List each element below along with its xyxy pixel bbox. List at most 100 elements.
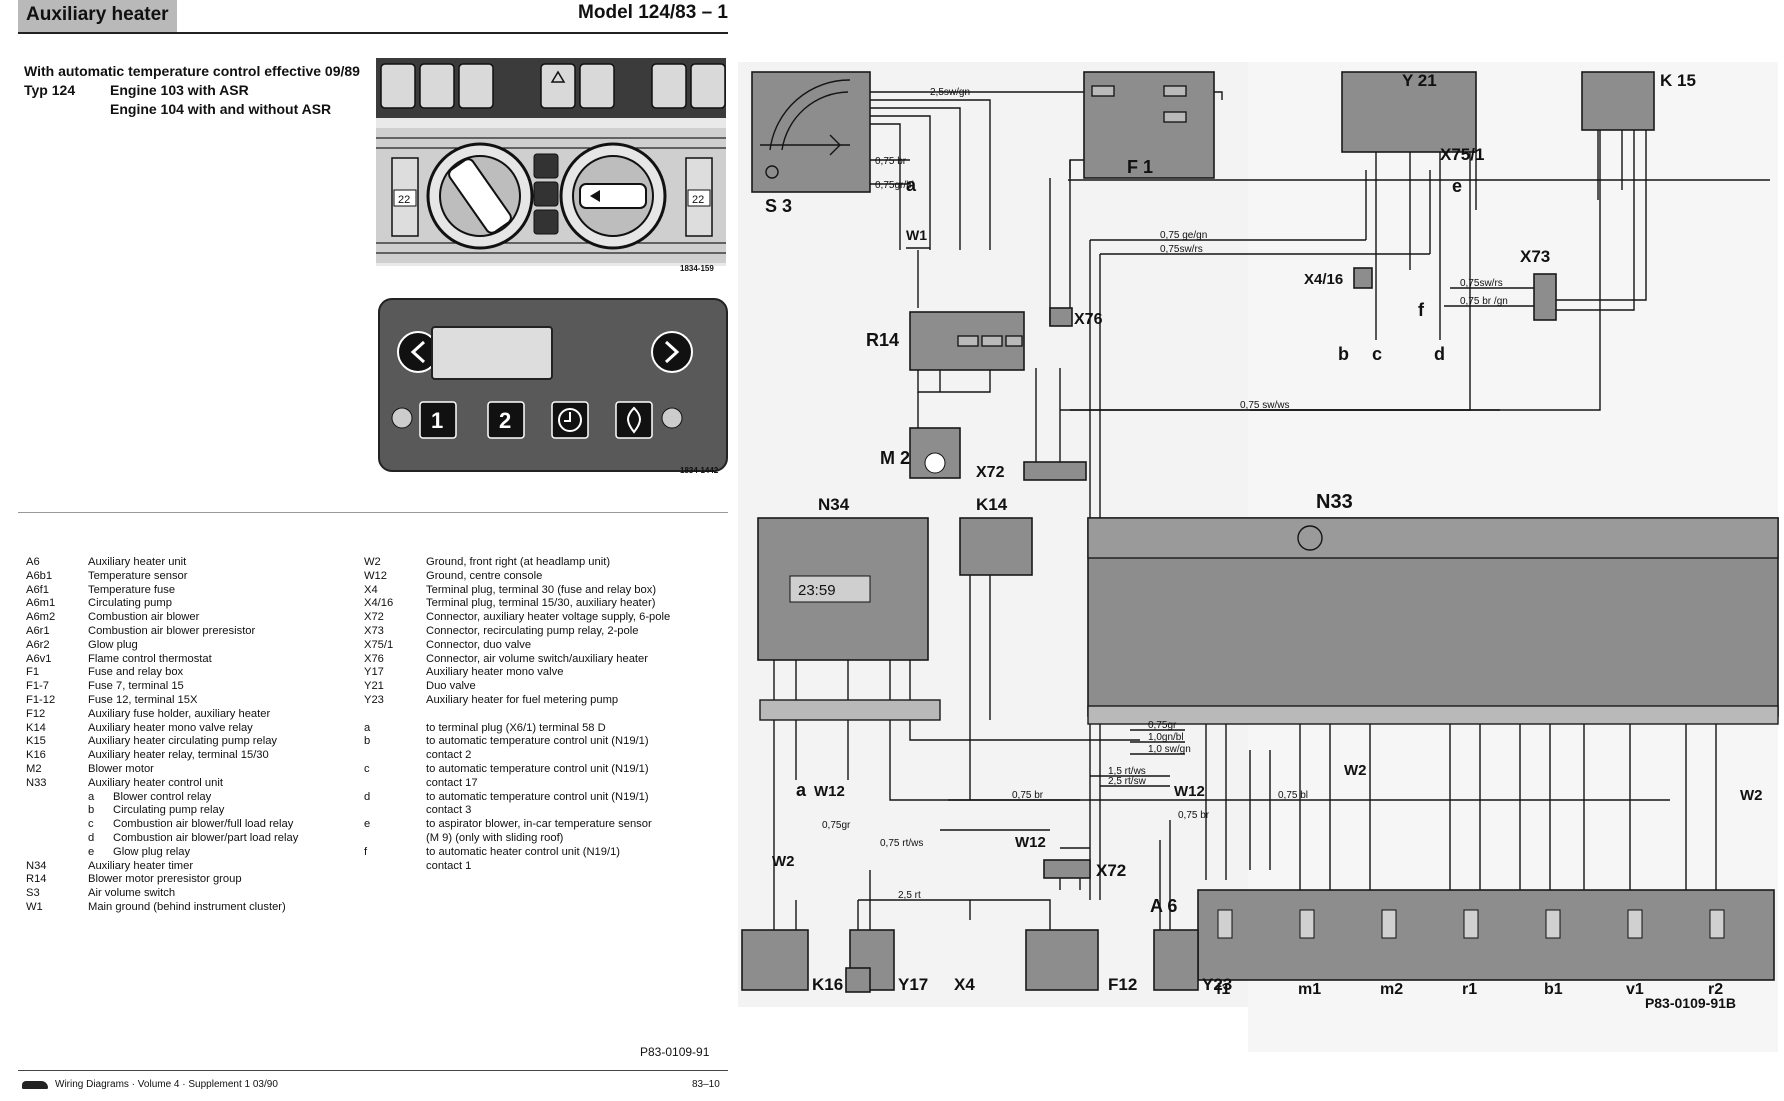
label-x4-16: X4/16 <box>1304 271 1343 288</box>
legend-right-value: Connector, air volume switch/auxiliary h… <box>426 652 648 665</box>
label-m2: M 2 <box>880 448 910 468</box>
legend-right-value: to aspirator blower, in-car temperature … <box>426 818 652 831</box>
legend-right-value: Connector, auxiliary heater voltage supp… <box>426 611 671 624</box>
component-y21 <box>1341 71 1477 153</box>
legend-left-key: K16 <box>26 749 46 762</box>
legend-left-value: Temperature sensor <box>88 569 188 582</box>
label-r14: R14 <box>866 330 899 350</box>
label-w1: W1 <box>906 227 927 243</box>
footer-text: Wiring Diagrams · Volume 4 · Supplement … <box>55 1079 278 1090</box>
label-w2-right: W2 <box>1740 787 1763 804</box>
a6-part-label-r1: r1 <box>1462 981 1477 998</box>
label-w12-center: W12 <box>1015 834 1046 851</box>
a6-part-label-b1: b1 <box>1544 981 1563 998</box>
component-x4-16 <box>1353 267 1373 289</box>
legend-left-key: N34 <box>26 859 47 872</box>
label-y23: Y23 <box>1202 975 1232 994</box>
legend-left-value: Glow plug <box>88 638 138 651</box>
terminal-c: c <box>1372 344 1382 364</box>
label-k15: K 15 <box>1660 71 1696 90</box>
legend-left-key: A6r2 <box>26 638 50 651</box>
legend-right-value: Ground, centre console <box>426 569 543 582</box>
a6-part-m1 <box>1299 909 1315 939</box>
terminal-a-n34: a <box>796 780 807 800</box>
legend-right-key: X72 <box>364 611 384 624</box>
legend-left-key: R14 <box>26 873 47 886</box>
label-k16: K16 <box>812 975 843 994</box>
legend-right-key: W2 <box>364 556 381 568</box>
legend-left-value: Auxiliary heater unit <box>88 556 187 568</box>
legend-left-value: Circulating pump relay <box>113 804 225 817</box>
legend-left-key: S3 <box>26 887 40 900</box>
left-page: Auxiliary heater Model 124/83 – 1 With a… <box>0 0 730 1101</box>
legend-right-key: X76 <box>364 652 384 665</box>
label-n34: N34 <box>818 495 850 514</box>
timer-panel-figure: 1 2 <box>378 298 728 472</box>
intro-block: With automatic temperature control effec… <box>24 62 360 119</box>
terminal-a-s3: a <box>906 175 917 195</box>
a6-part-v1 <box>1627 909 1643 939</box>
timer-figure-code: 1834-1442 <box>680 466 719 475</box>
legend-left-value: Auxiliary heater circulating pump relay <box>88 735 278 748</box>
panel-display-right: 22 <box>692 194 704 206</box>
legend-left-key: A6f1 <box>26 583 50 596</box>
legend-left-value: Combustion air blower <box>88 611 200 624</box>
legend-right-key: c <box>364 762 370 775</box>
wire-label-br-y23: 0,75 br <box>1178 810 1210 821</box>
wire-label-rt-ws-075: 0,75 rt/ws <box>880 838 923 849</box>
panel-figure-code: 1834-159 <box>680 264 714 273</box>
diagram-code: P83-0109-91B <box>1645 995 1736 1011</box>
wire-label-gr-075: 0,75gr <box>822 820 851 831</box>
legend-left-key: A6m1 <box>26 597 56 610</box>
legend-left-item: A6r2 Glow plug <box>26 639 298 653</box>
a6-part-b1 <box>1545 909 1561 939</box>
legend-left-value: Auxiliary heater mono valve relay <box>88 721 253 734</box>
legend-right-value: contact 2 <box>426 749 472 762</box>
legend-left-key: F12 <box>26 707 46 720</box>
legend-left-value: Fuse and relay box <box>88 666 184 679</box>
component-x72-upper <box>1023 461 1087 481</box>
legend-right-item: X76 Connector, air volume switch/auxiliar… <box>364 653 670 667</box>
a6-part-label-v1: v1 <box>1626 981 1644 998</box>
legend-right-value: (M 9) (only with sliding roof) <box>426 831 564 844</box>
label-x73: X73 <box>1520 247 1550 266</box>
component-x72-lower <box>1043 859 1091 879</box>
legend-left-value: Auxiliary heater control unit <box>88 776 223 789</box>
label-w2-a6: W2 <box>1344 762 1367 779</box>
a6-part-r1 <box>1463 909 1479 939</box>
intro-engine-2: Engine 104 with and without ASR <box>110 101 332 117</box>
wire-label-gr-n33: 0,75gr <box>1148 720 1177 731</box>
legend-right-value: Connector, recirculating pump relay, 2-p… <box>426 624 639 637</box>
a6-part-m2 <box>1381 909 1397 939</box>
legend-left-value: Temperature fuse <box>88 583 176 596</box>
legend-left-key: A6m2 <box>26 611 56 624</box>
legend-left-key: b <box>88 804 95 817</box>
legend-left-value: Main ground (behind instrument cluster) <box>88 900 286 913</box>
legend-left-key: e <box>88 845 95 858</box>
component-k16 <box>741 929 809 991</box>
component-x76 <box>1049 307 1073 327</box>
legend-left-value: Fuse 12, terminal 15X <box>88 693 198 706</box>
a6-part-label-m2: m2 <box>1380 981 1403 998</box>
a6-part-label-m1: m1 <box>1298 981 1321 998</box>
left-page-figure-code: P83-0109-91 <box>640 1045 710 1059</box>
wire-label-gn-bl: 1,0gn/bl <box>1148 732 1184 743</box>
legend-right-value: Connector, duo valve <box>426 638 532 651</box>
legend-right-key: Y17 <box>364 666 384 679</box>
terminal-e: e <box>1452 176 1462 196</box>
